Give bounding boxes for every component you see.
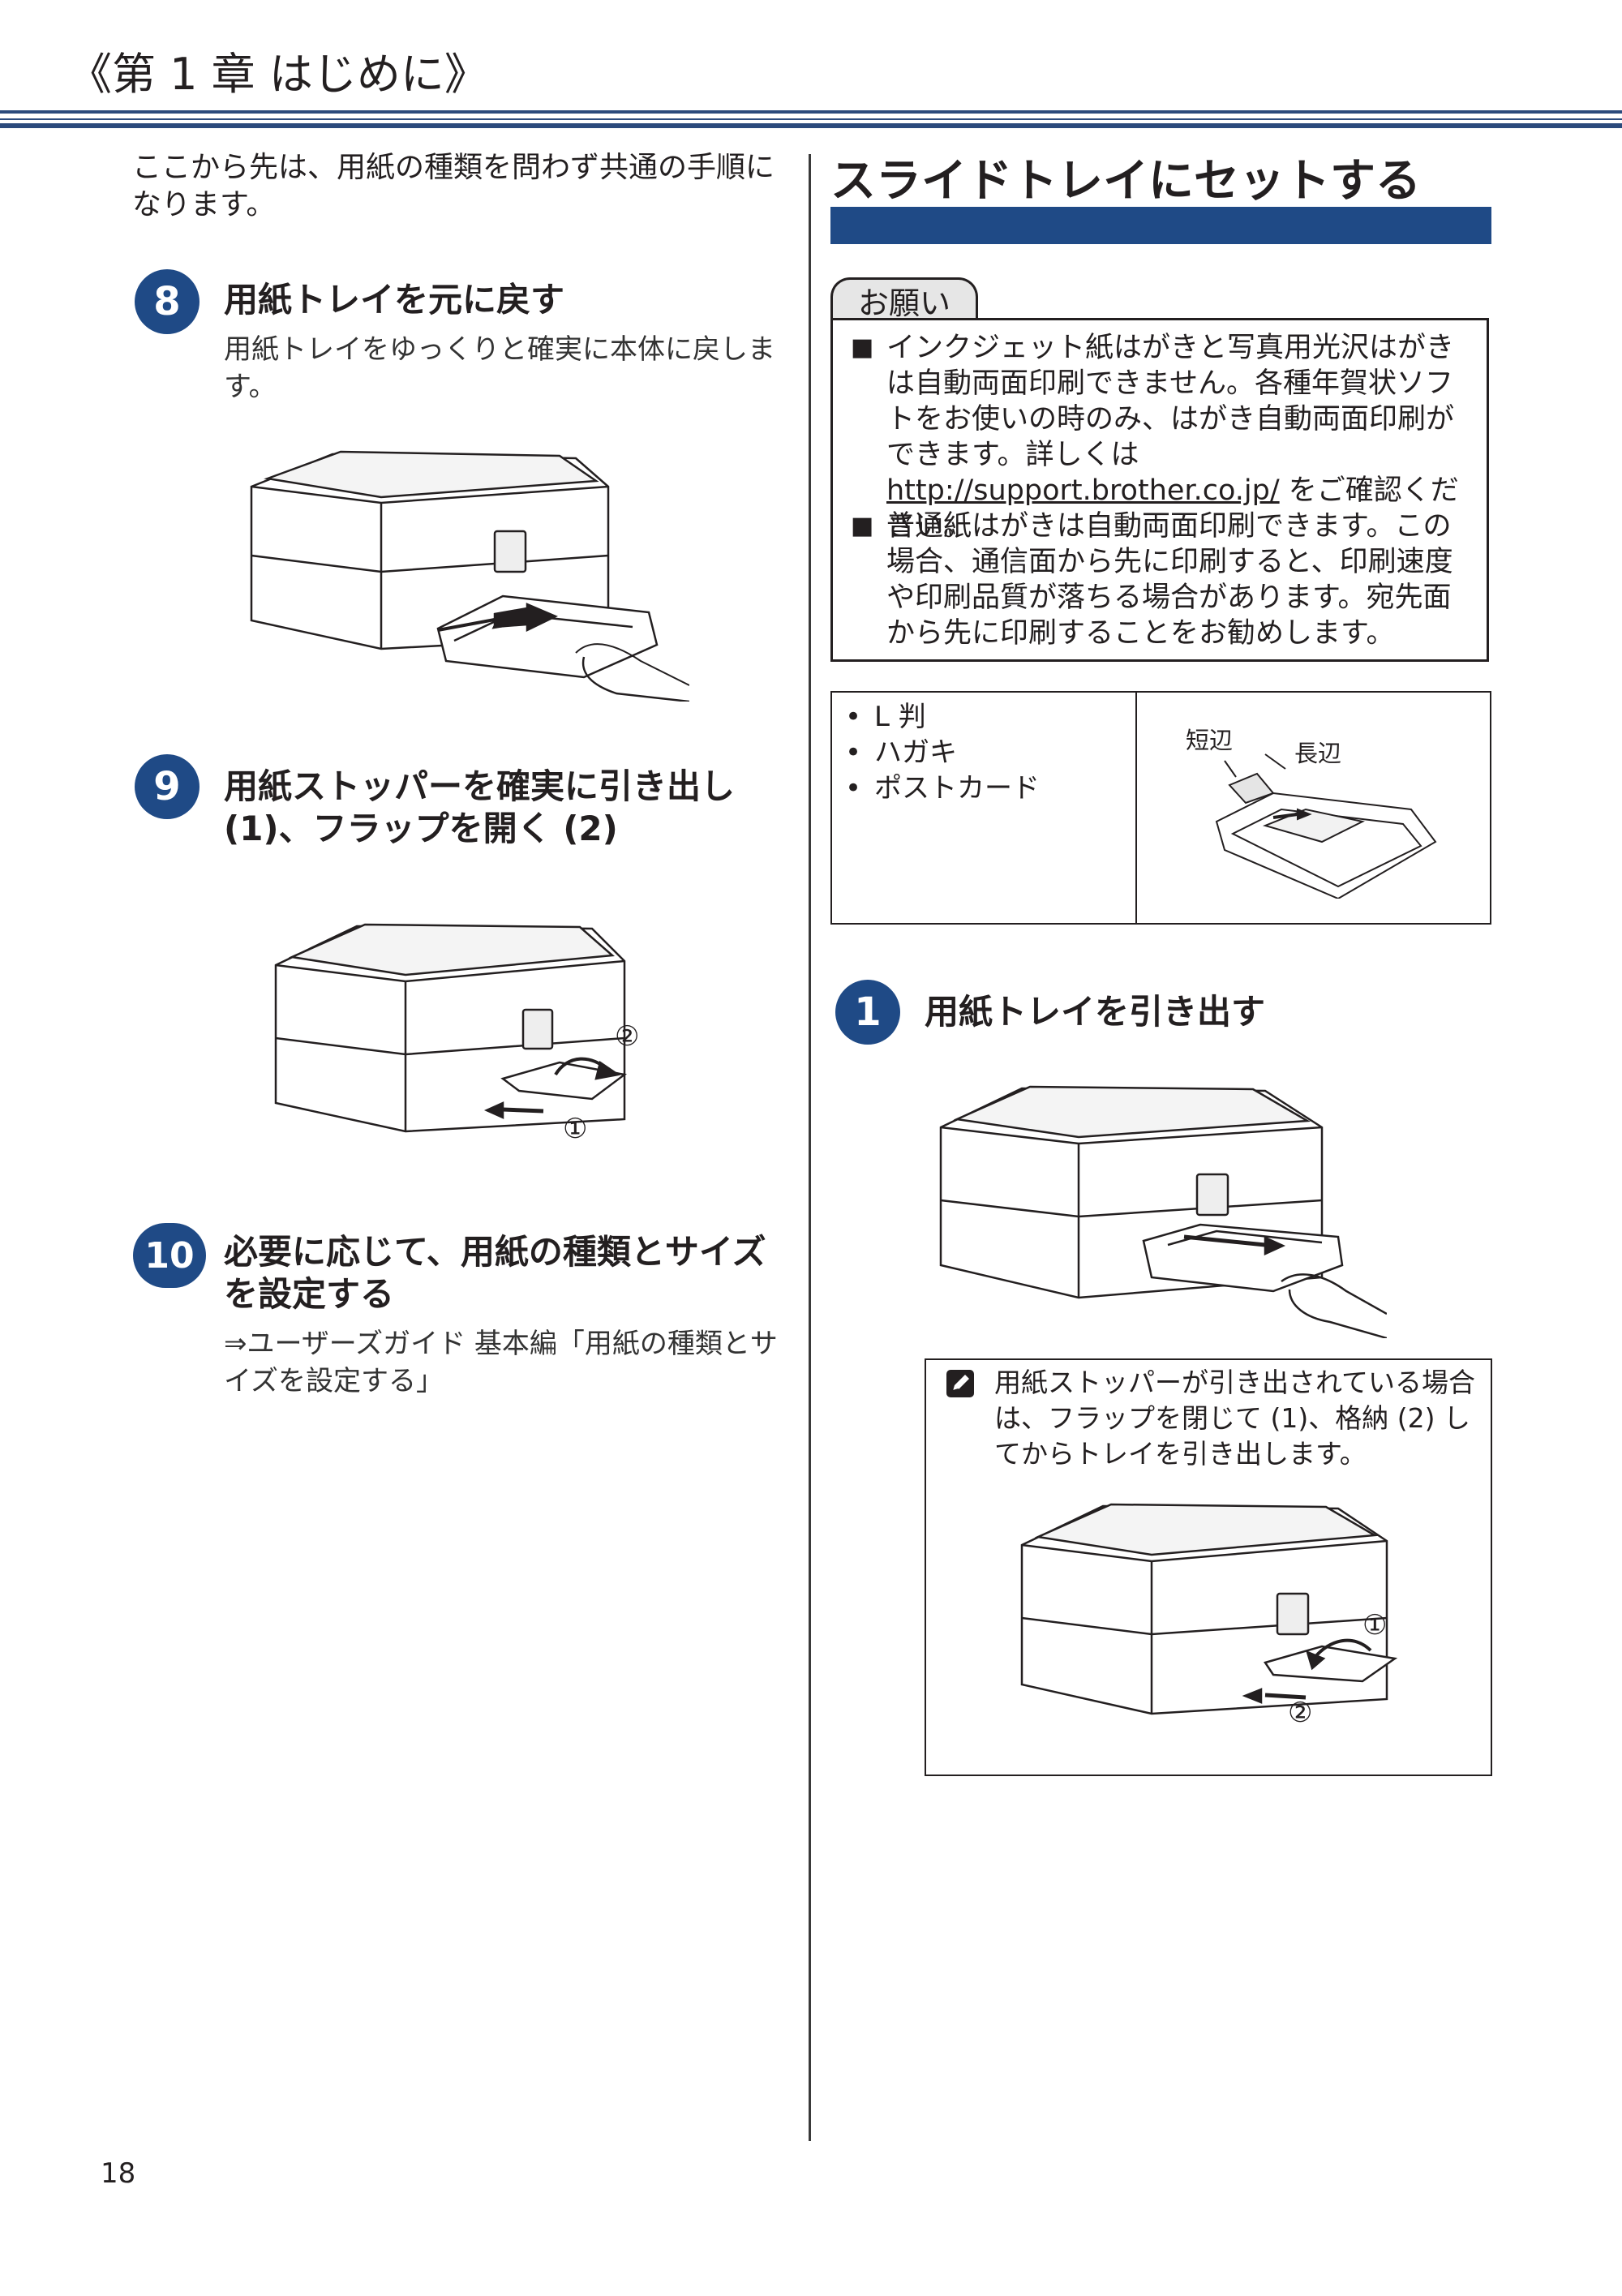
page-number: 18 (101, 2157, 136, 2190)
printer-tray-pull-illustration (933, 1079, 1387, 1338)
section-title: スライドトレイにセットする (830, 155, 1421, 208)
printer-stopper-flap-illustration (268, 916, 657, 1152)
long-side-label: 長辺 (1294, 740, 1342, 767)
step-8-body: 用紙トレイをゆっくりと確実に本体に戻します。 (224, 333, 775, 403)
step-1-title: 用紙トレイを引き出す (925, 992, 1266, 1032)
square-bullet-icon: ■ (851, 333, 874, 362)
paper-type-item: ポストカード (845, 770, 1040, 806)
step-9-badge: 9 (135, 754, 200, 819)
notice-text-end: をご確認ください。 (886, 474, 1459, 543)
callout-2: ② (615, 1020, 640, 1053)
callout-2: ② (1288, 1697, 1313, 1729)
step-10-title-line1: 必要に応じて、用紙の種類とサイズ (224, 1232, 766, 1272)
notice-box: ■ インクジェット紙はがきと写真用光沢はがきは自動両面印刷できません。各種年賀状… (830, 318, 1489, 662)
intro-text: ここから先は、用紙の種類を問わず共通の手順になります。 (132, 151, 775, 221)
paper-type-item: ハガキ (845, 735, 1040, 770)
callout-1: ① (563, 1113, 588, 1145)
step-1-badge: 1 (835, 980, 900, 1045)
step-8-title: 用紙トレイを元に戻す (224, 280, 565, 320)
step-10-title-line2: を設定する (224, 1274, 395, 1314)
note-text: 用紙ストッパーが引き出されている場合は、フラップを閉じて (1)、格納 (2) … (994, 1367, 1476, 1470)
step-10-badge: 10 (133, 1223, 206, 1288)
notice-text: インクジェット紙はがきと写真用光沢はがきは自動両面印刷できません。各種年賀状ソフ… (886, 332, 1455, 471)
paper-type-item: L 判 (845, 699, 1040, 735)
short-side-label: 短辺 (1186, 727, 1234, 754)
step-9-title-line1: 用紙ストッパーを確実に引き出し (224, 766, 736, 806)
photo-tray-illustration (1208, 745, 1444, 899)
notice-item: ■ 普通紙はがきは自動両面印刷できます。この場合、通信面から先に印刷すると、印刷… (851, 509, 1475, 651)
note-icon (946, 1369, 975, 1398)
notice-text: 普通紙はがきは自動両面印刷できます。この場合、通信面から先に印刷すると、印刷速度… (886, 510, 1453, 650)
section-title-bar (830, 207, 1491, 244)
chapter-title: 《第 1 章 はじめに》 (68, 49, 488, 100)
callout-1: ① (1362, 1609, 1388, 1642)
column-divider (809, 154, 811, 2141)
printer-stopper-close-illustration (1014, 1496, 1411, 1732)
step-8-badge: 8 (135, 269, 200, 334)
paper-types-box (830, 691, 1491, 925)
paper-types-divider (1135, 691, 1137, 925)
support-link[interactable]: http://support.brother.co.jp/ (886, 474, 1280, 507)
header-rule (0, 110, 1622, 114)
printer-tray-insert-illustration (235, 442, 689, 702)
square-bullet-icon: ■ (851, 512, 874, 540)
note-box (925, 1358, 1492, 1776)
paper-types-list: L 判 ハガキ ポストカード (845, 699, 1040, 806)
notice-tab: お願い (830, 277, 978, 321)
step-9-title-line2: (1)、フラップを開く (2) (224, 809, 618, 848)
header-rule-thin (0, 118, 1622, 120)
step-10-body: ⇒ユーザーズガイド 基本編「用紙の種類とサイズを設定する」 (224, 1328, 778, 1397)
header-rule-thick (0, 123, 1622, 128)
notice-item: ■ インクジェット紙はがきと写真用光沢はがきは自動両面印刷できません。各種年賀状… (851, 330, 1475, 544)
